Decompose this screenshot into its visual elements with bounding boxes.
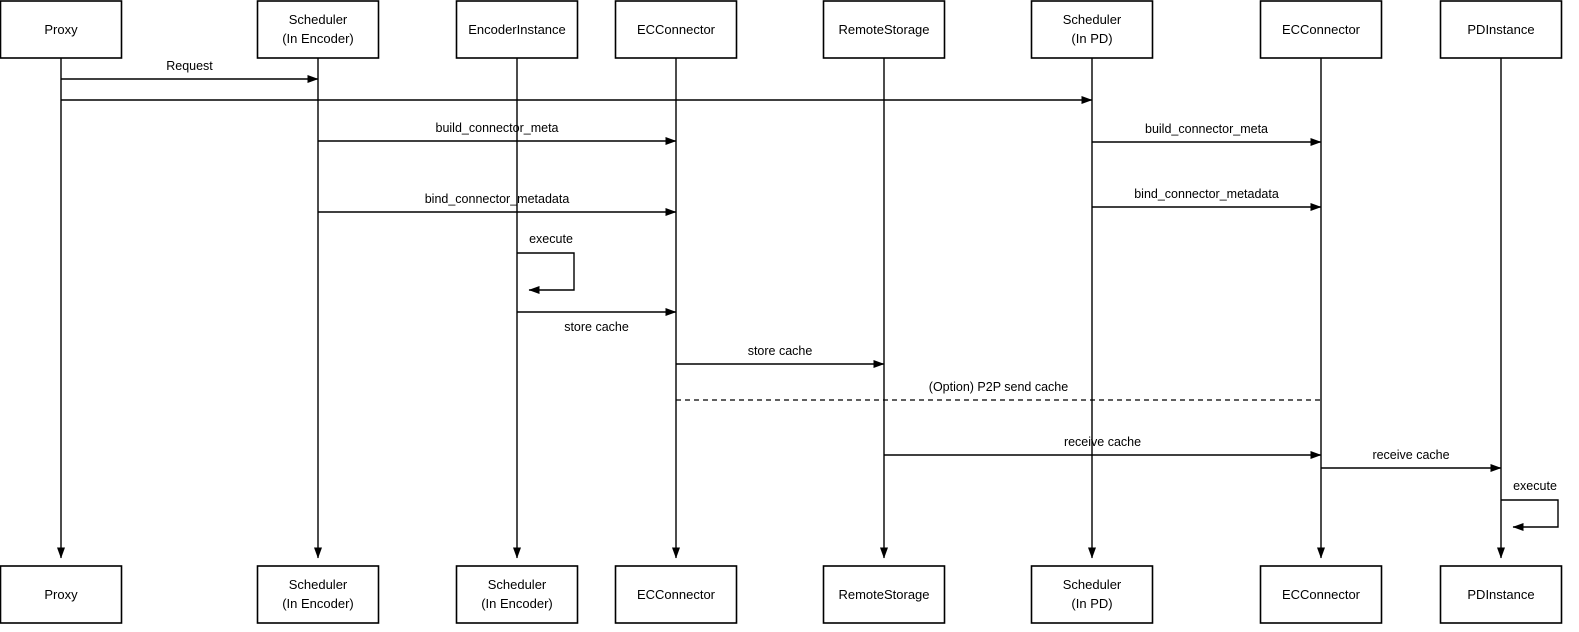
message-m4: build_connector_meta [1092,122,1322,146]
participant-label: PDInstance [1467,22,1534,37]
participant-label: ECConnector [1282,22,1361,37]
self-message-s2: execute [1501,479,1559,531]
message-m9: (Option) P2P send cache [676,380,1321,401]
participant-box-bottom-proxy: Proxy [0,565,123,624]
participant-boxes-bottom: Proxy Scheduler (In Encoder) Scheduler (In E… [0,565,1563,624]
participant-label: RemoteStorage [838,587,929,602]
participant-label: PDInstance [1467,587,1534,602]
participant-label: Scheduler [1063,577,1122,592]
message-label: (Option) P2P send cache [929,380,1068,394]
message-m8: store cache [676,344,885,368]
message-label: bind_connector_metadata [425,192,570,206]
participant-box-top-encoder_inst: EncoderInstance [455,0,579,59]
participant-box-bottom-scheduler_enc: Scheduler (In Encoder) [256,565,380,624]
message-label: Request [166,59,213,73]
participant-label: ECConnector [637,587,716,602]
participant-box-bottom-ec_connector_b: ECConnector [1259,565,1383,624]
participant-box-top-proxy: Proxy [0,0,123,59]
participant-label: Scheduler [1063,12,1122,27]
participant-sublabel: (In PD) [1071,31,1112,46]
participant-label: Scheduler [488,577,547,592]
participant-label: Proxy [44,22,78,37]
participant-boxes-top: Proxy Scheduler (In Encoder) EncoderInstanc… [0,0,1563,59]
participant-box-top-scheduler_enc: Scheduler (In Encoder) [256,0,380,59]
participant-box-top-scheduler_pd: Scheduler (In PD) [1030,0,1154,59]
self-message-path [1501,499,1559,531]
message-m5: bind_connector_metadata [318,192,677,216]
participant-box-bottom-encoder_inst: Scheduler (In Encoder) [455,565,579,624]
lifelines-layer [57,58,1505,559]
messages-layer: Request build_connector_meta build_connect… [61,59,1559,531]
message-label: build_connector_meta [1145,122,1268,136]
message-label: store cache [564,320,629,334]
participant-box-top-ec_connector_b: ECConnector [1259,0,1383,59]
message-label: receive cache [1064,435,1141,449]
message-m1: Request [61,59,319,83]
message-label: build_connector_meta [436,121,559,135]
self-message-path [517,252,575,294]
participant-box-bottom-pd_instance: PDInstance [1439,565,1563,624]
message-m11: receive cache [1321,448,1502,472]
participant-box-top-remote_storage: RemoteStorage [822,0,946,59]
participant-box-top-pd_instance: PDInstance [1439,0,1563,59]
message-m7: store cache [517,308,677,334]
participant-label: Proxy [44,587,78,602]
participant-sublabel: (In Encoder) [282,31,354,46]
participant-box-top-ec_connector_a: ECConnector [614,0,738,59]
message-label: receive cache [1372,448,1449,462]
message-m6: bind_connector_metadata [1092,187,1322,211]
participant-label: Scheduler [289,12,348,27]
participant-label: ECConnector [1282,587,1361,602]
message-m10: receive cache [884,435,1322,459]
participant-label: RemoteStorage [838,22,929,37]
message-m3: build_connector_meta [318,121,677,145]
participant-sublabel: (In Encoder) [481,596,553,611]
participant-box-bottom-remote_storage: RemoteStorage [822,565,946,624]
message-label: store cache [748,344,813,358]
participant-label: EncoderInstance [468,22,566,37]
self-message-label: execute [1513,479,1557,493]
participant-box-bottom-scheduler_pd: Scheduler (In PD) [1030,565,1154,624]
self-message-label: execute [529,232,573,246]
participant-label: Scheduler [289,577,348,592]
participant-sublabel: (In PD) [1071,596,1112,611]
self-message-s1: execute [517,232,575,294]
participant-box-bottom-ec_connector_a: ECConnector [614,565,738,624]
participant-label: ECConnector [637,22,716,37]
message-label: bind_connector_metadata [1134,187,1279,201]
participant-sublabel: (In Encoder) [282,596,354,611]
